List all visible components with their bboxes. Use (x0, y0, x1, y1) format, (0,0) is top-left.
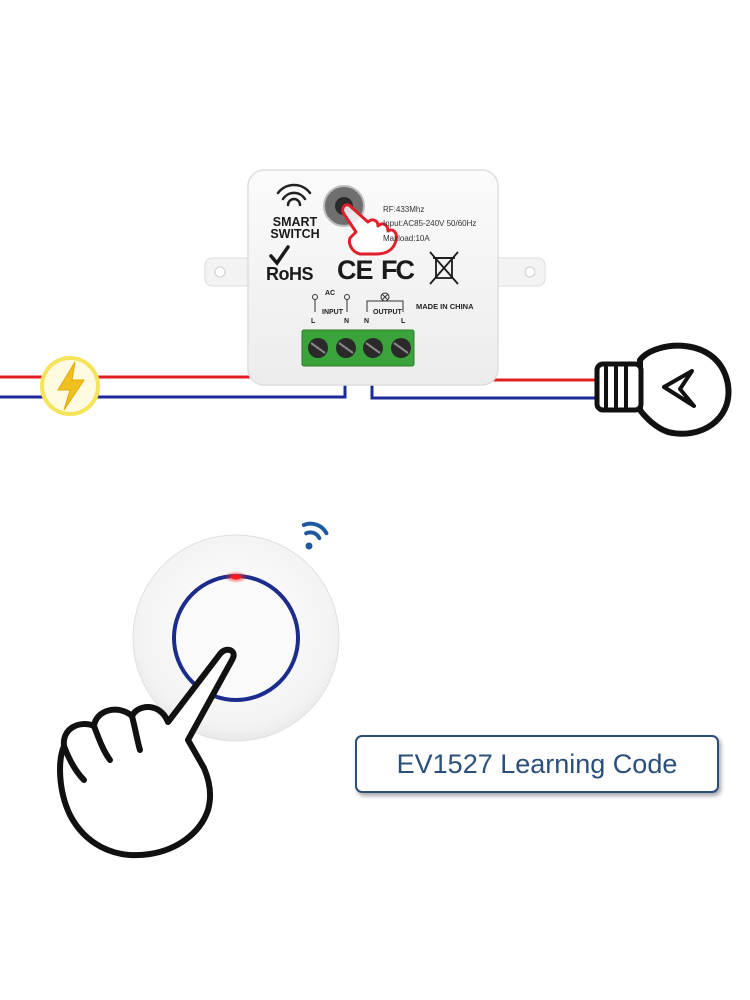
pressing-hand-icon (57, 646, 237, 859)
ac-label: AC (325, 290, 336, 297)
remote-wifi-icon (301, 521, 329, 550)
terminal-markings (312, 292, 404, 312)
learning-code-text: EV1527 Learning Code (396, 748, 678, 779)
output-label: OUTPUT (373, 309, 402, 316)
terminal-n-input: N (344, 318, 350, 325)
device-label-line2: SWITCH (270, 227, 320, 241)
learning-code-caption: EV1527 Learning Code (355, 735, 719, 793)
light-bulb-icon (594, 342, 732, 437)
power-icon (40, 356, 100, 416)
spec-rf: RF:433Mhz (383, 205, 425, 214)
device-label: SMART SWITCH (262, 215, 328, 241)
screw-terminal (336, 338, 356, 358)
wireless-remote-button (132, 534, 340, 742)
terminal-n-output: N (364, 318, 370, 325)
spec-input: Input:AC85-240V 50/60Hz (383, 219, 477, 228)
fc-mark: FC (381, 255, 415, 285)
wifi-icon (276, 183, 312, 207)
made-in-label: MADE IN CHINA (416, 302, 474, 311)
screw-terminal (308, 338, 328, 358)
terminal-l-output: L (401, 318, 406, 325)
weee-bin-icon (429, 251, 459, 285)
ce-mark: CE (337, 255, 374, 285)
smart-switch-module (204, 169, 546, 386)
screw-terminal (363, 338, 383, 358)
check-icon (269, 245, 290, 266)
rohs-mark: RoHS (266, 264, 314, 284)
input-label: INPUT (322, 309, 343, 316)
spec-load: Maxload:10A (383, 234, 430, 243)
pointing-hand-red-icon (341, 203, 398, 256)
device-label-line1: SMART (272, 215, 318, 229)
terminal-block (301, 329, 415, 367)
screw-terminal (391, 338, 411, 358)
terminal-l-input: L (311, 318, 316, 325)
